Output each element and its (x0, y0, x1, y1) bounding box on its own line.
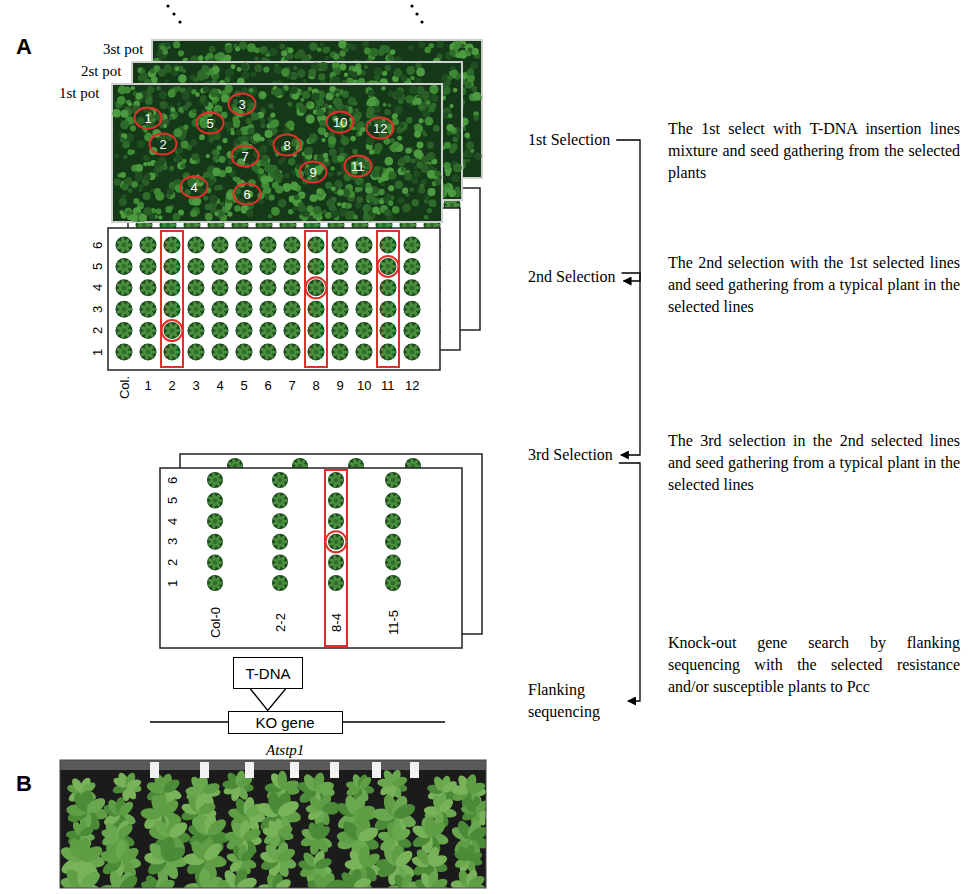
figure-canvas: {"diagram": { "nodes": [ {"text": ["T-DN… (0, 0, 975, 894)
